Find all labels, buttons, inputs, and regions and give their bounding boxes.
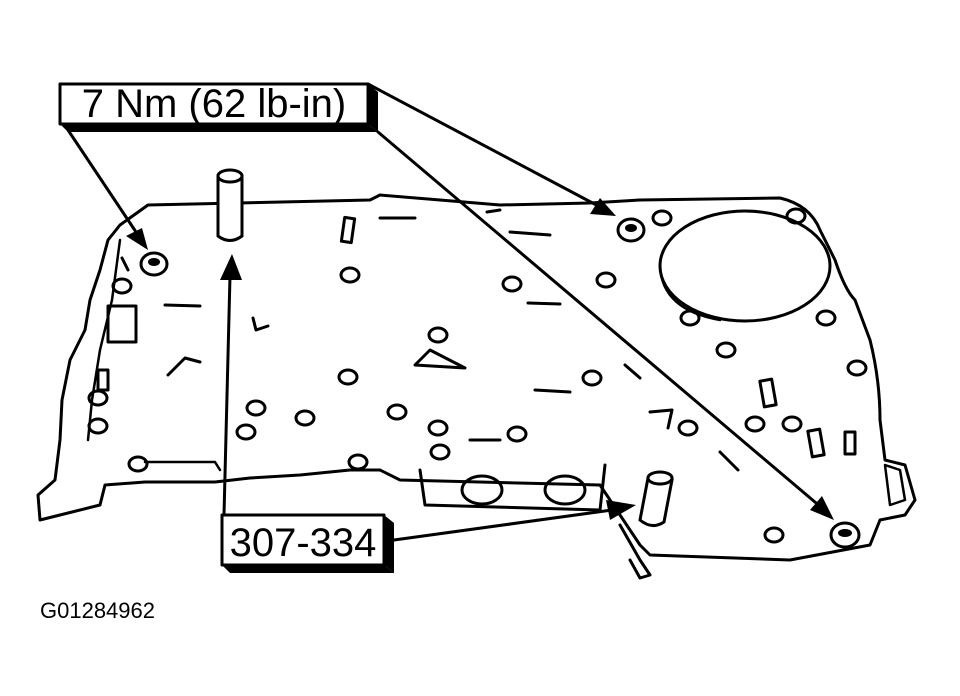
plate-lower-step bbox=[418, 463, 607, 512]
arrowhead bbox=[590, 198, 616, 216]
plate-hole bbox=[679, 309, 701, 327]
plate-slot bbox=[648, 408, 674, 430]
plate-holes bbox=[87, 207, 868, 544]
plate-hole bbox=[337, 368, 359, 386]
torque-leader-left bbox=[66, 128, 142, 240]
torque-leader-top-right bbox=[366, 82, 604, 210]
arrowhead bbox=[126, 228, 148, 250]
plate-slot bbox=[485, 208, 502, 214]
plate-hole bbox=[235, 423, 257, 441]
plate-hole bbox=[763, 526, 785, 544]
tool-leaders bbox=[220, 254, 636, 542]
plate-hole bbox=[427, 326, 449, 344]
tool-leader-left bbox=[222, 274, 232, 517]
plate-hole bbox=[815, 309, 837, 327]
plate-hole bbox=[87, 417, 109, 435]
arrowhead bbox=[810, 496, 834, 520]
plate-hole bbox=[347, 453, 369, 471]
plate-hole bbox=[715, 341, 737, 359]
large-bore bbox=[658, 209, 832, 323]
tool-callout: 307-334 bbox=[220, 513, 394, 573]
plate-slot bbox=[718, 450, 740, 472]
plate-hole bbox=[127, 455, 149, 473]
tool-label: 307-334 bbox=[230, 521, 377, 565]
tool-leader-right bbox=[392, 508, 614, 542]
bolt-left bbox=[139, 251, 169, 277]
plate-hole bbox=[744, 415, 766, 433]
plate-hole bbox=[386, 403, 408, 421]
torque-leader-bottom-right bbox=[376, 130, 824, 510]
plate-hole bbox=[294, 409, 316, 427]
plate-slot bbox=[508, 230, 552, 237]
bolt-top-right bbox=[616, 217, 646, 243]
plate-hole bbox=[846, 359, 868, 377]
plate-hole bbox=[581, 369, 603, 387]
alignment-pin-left bbox=[216, 168, 244, 242]
torque-label: 7 Nm (62 lb-in) bbox=[82, 82, 347, 126]
plate-slot bbox=[166, 356, 202, 377]
plate-slot bbox=[806, 427, 826, 459]
plate-slot bbox=[843, 430, 857, 456]
torque-leaders bbox=[66, 82, 834, 520]
torque-callout: 7 Nm (62 lb-in) bbox=[58, 82, 378, 132]
plate-slot bbox=[413, 348, 467, 370]
lower-port-left bbox=[460, 474, 504, 506]
figure-id: G01284962 bbox=[40, 598, 155, 623]
plate-right-flange bbox=[618, 523, 652, 580]
plate-slot bbox=[106, 304, 138, 344]
plate-hole bbox=[781, 415, 803, 433]
plate-slot bbox=[339, 215, 357, 245]
lower-port-right bbox=[543, 474, 587, 506]
plate-slot bbox=[120, 256, 130, 272]
plate-slot bbox=[758, 377, 778, 409]
large-bore-rim bbox=[658, 264, 722, 322]
plate-slot bbox=[96, 368, 110, 392]
bolt-bottom-right bbox=[829, 521, 861, 549]
plate-hole bbox=[339, 266, 361, 284]
plate-hole bbox=[245, 399, 267, 417]
plate-inner-edge-left bbox=[86, 238, 122, 442]
plate-hole bbox=[111, 277, 133, 295]
separator-plate bbox=[36, 193, 917, 580]
plate-hole bbox=[429, 443, 451, 461]
plate-hole bbox=[651, 209, 673, 227]
plate-slot bbox=[163, 303, 202, 308]
plate-hole bbox=[506, 425, 528, 443]
plate-hole bbox=[785, 207, 807, 225]
arrowhead bbox=[220, 254, 242, 280]
arrowhead bbox=[606, 500, 636, 520]
plate-outline bbox=[36, 193, 917, 562]
plate-right-bracket bbox=[883, 463, 907, 507]
plate-step-detail bbox=[143, 460, 222, 472]
plate-hole bbox=[595, 271, 617, 289]
plate-slot bbox=[623, 363, 642, 380]
alignment-pin-right bbox=[638, 470, 674, 527]
plate-slot bbox=[526, 301, 562, 306]
plate-hole bbox=[427, 419, 449, 437]
plate-hole bbox=[677, 419, 699, 437]
plate-slots bbox=[96, 208, 857, 472]
plate-hole bbox=[501, 275, 523, 293]
plate-slot bbox=[251, 316, 270, 332]
plate-slot bbox=[533, 388, 572, 394]
